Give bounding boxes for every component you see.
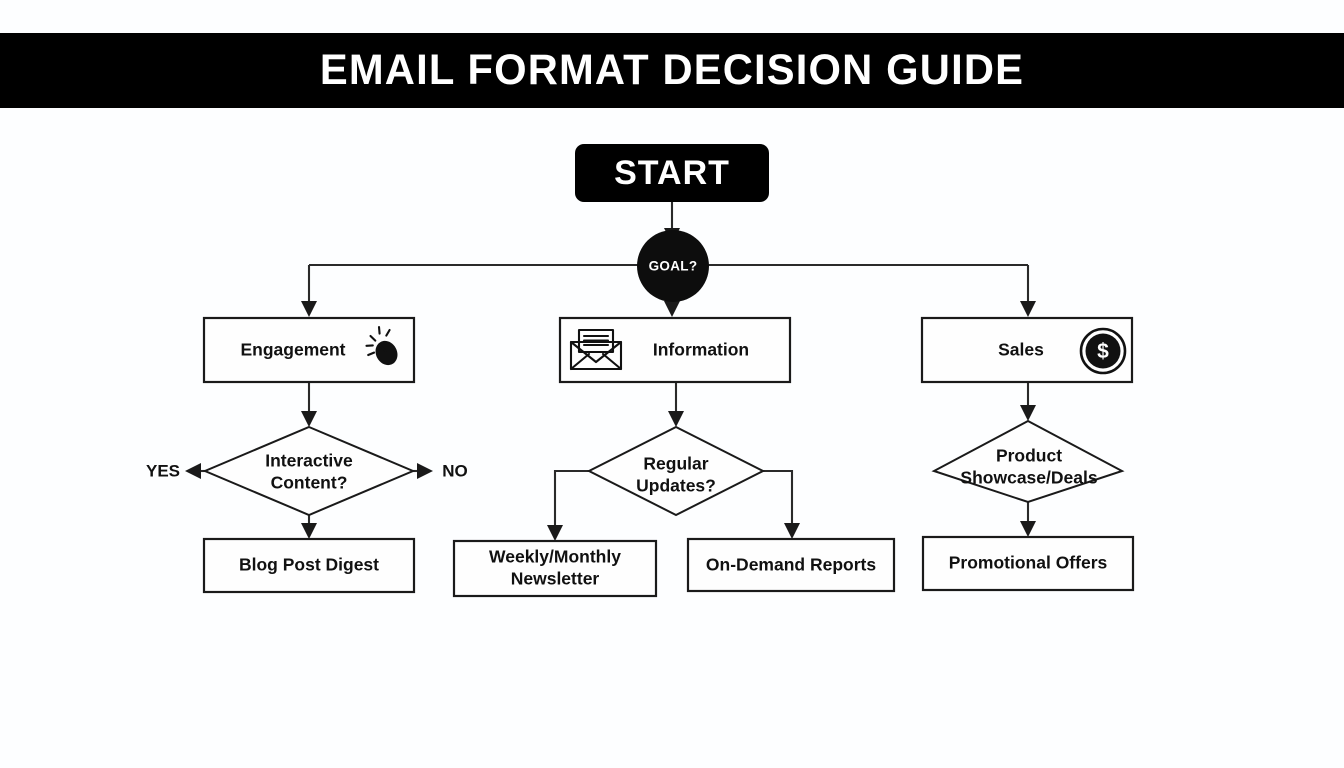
edge-label-yes: YES [146,461,180,480]
arrowhead-sales-showcase [1020,405,1036,421]
arrowhead-interactive-yes [185,463,201,479]
arrowhead-regular-newsletter [547,525,563,541]
newsletter-label-line1: Weekly/Monthly [489,547,621,567]
interactive-label-line1: Interactive [265,451,353,471]
node-sales[interactable]: Sales $ [920,316,1134,384]
arrowhead-information-regular [668,411,684,427]
envelope-icon [569,328,623,371]
node-interactive-content[interactable]: Interactive Content? [202,425,416,517]
dollar-coin-icon: $ [1079,327,1127,375]
svg-text:$: $ [1097,340,1109,363]
node-information[interactable]: Information [558,316,792,384]
sales-label: Sales [998,340,1044,360]
node-product-showcase[interactable]: Product Showcase/Deals [931,419,1125,504]
interactive-label-line2: Content? [271,473,348,493]
arrowhead-bus-engagement [301,301,317,317]
newsletter-box-shape [452,539,658,598]
information-label: Information [653,340,749,360]
arrowhead-bus-information [664,301,680,317]
node-promotional-offers[interactable]: Promotional Offers [921,535,1135,592]
start-label: START [614,154,730,192]
node-newsletter[interactable]: Weekly/Monthly Newsletter [452,539,658,598]
node-start[interactable]: START [575,144,769,202]
ondemand-box-shape [686,537,896,593]
blog-box-shape [202,537,416,594]
title-banner: EMAIL FORMAT DECISION GUIDE [0,33,1344,108]
arrowhead-showcase-promo [1020,521,1036,537]
engagement-label: Engagement [240,340,345,360]
promo-box-shape [921,535,1135,592]
node-goal[interactable]: GOAL? [637,230,709,302]
node-ondemand-reports[interactable]: On-Demand Reports [686,537,896,593]
mouse-click-icon [365,325,398,366]
regular-diamond-shape [586,425,766,517]
showcase-label-line2: Showcase/Deals [960,468,1097,488]
node-engagement[interactable]: Engagement [202,316,416,384]
newsletter-label-line2: Newsletter [511,569,600,589]
regular-label-line2: Updates? [636,476,716,496]
node-regular-updates[interactable]: Regular Updates? [586,425,766,517]
showcase-diamond-shape [931,419,1125,504]
goal-circle-shape [637,230,709,302]
ondemand-label: On-Demand Reports [706,555,876,575]
arrowhead-interactive-blog [301,523,317,539]
goal-label: GOAL? [649,259,698,274]
arrowhead-regular-ondemand [784,523,800,539]
edge-regular-ondemand [763,469,794,530]
edge-regular-newsletter [553,469,589,532]
arrowhead-interactive-no [417,463,433,479]
arrowhead-bus-sales [1020,301,1036,317]
information-box-shape [558,316,792,384]
page-title: EMAIL FORMAT DECISION GUIDE [319,46,1025,94]
blog-label: Blog Post Digest [239,555,379,575]
node-blog-post-digest[interactable]: Blog Post Digest [202,537,416,594]
showcase-label-line1: Product [996,446,1062,466]
arrowhead-engagement-interactive [301,411,317,427]
edge-label-no: NO [442,461,468,480]
start-box-shape [575,144,769,202]
regular-label-line1: Regular [643,454,708,474]
interactive-diamond-shape [202,425,416,517]
promo-label: Promotional Offers [949,553,1108,573]
